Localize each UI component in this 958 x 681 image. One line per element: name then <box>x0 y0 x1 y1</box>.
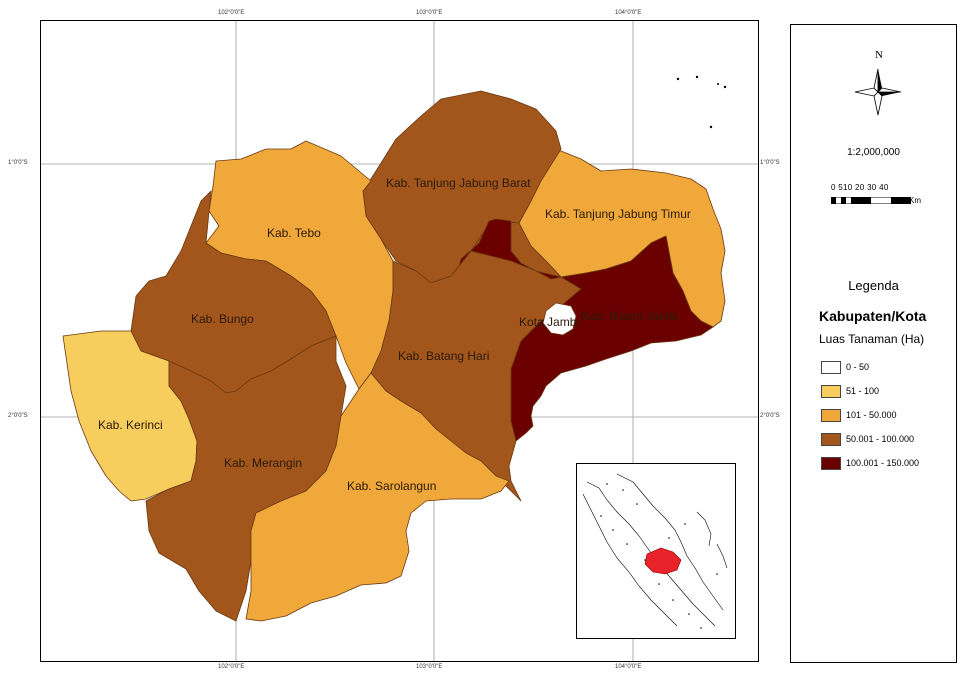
legend-swatch <box>821 408 841 422</box>
inset-dot <box>600 515 602 517</box>
label-batang-hari: Kab. Batang Hari <box>398 349 489 363</box>
inset-locator-map <box>576 463 736 639</box>
legend-label: 50.001 - 100.000 <box>846 434 915 444</box>
legend-swatch <box>821 384 841 398</box>
inset-dot <box>672 599 674 601</box>
legend-label: 100.001 - 150.000 <box>846 458 920 468</box>
inset-coastline-east <box>616 473 724 611</box>
inset-dot <box>684 523 686 525</box>
inset-dot <box>626 543 628 545</box>
region-muaro-jambi <box>458 218 714 442</box>
tick-top-102e: 102°0'0"E <box>218 10 245 16</box>
island-dot <box>723 85 727 89</box>
inset-dot <box>716 573 718 575</box>
island-dot <box>676 77 680 81</box>
north-letter: N <box>875 49 883 61</box>
inset-svg <box>582 473 728 629</box>
legend-label: 0 - 50 <box>846 362 870 372</box>
inset-dot <box>606 483 608 485</box>
legend-title: Legenda <box>848 278 899 293</box>
tick-right-1s: 1°0'0"S <box>760 160 780 166</box>
label-bungo: Kab. Bungo <box>191 312 254 326</box>
tick-top-104e: 104°0'0"E <box>615 10 642 16</box>
legend-panel: Legenda Kabupaten/Kota Luas Tanaman (Ha)… <box>790 256 957 663</box>
region-kota-jambi <box>542 302 577 336</box>
tick-right-2s: 2°0'0"S <box>760 413 780 419</box>
inset-dot <box>658 583 660 585</box>
legend-item-50001-100000: 50.001 - 100.000 <box>821 432 914 446</box>
north-arrow-icon <box>854 68 902 116</box>
label-merangin: Kab. Merangin <box>224 456 302 470</box>
tick-bottom-104e: 104°0'0"E <box>615 664 642 670</box>
region-sarolangun <box>245 372 510 622</box>
legend-subtitle: Kabupaten/Kota <box>819 308 927 324</box>
inset-dot <box>688 613 690 615</box>
legend-swatch <box>821 456 841 470</box>
label-muaro-jambi: Kab. Muaro Jambi <box>581 309 678 323</box>
legend-item-100001-150000: 100.001 - 150.000 <box>821 456 919 470</box>
inset-coastline-sumatra <box>586 481 716 627</box>
tick-left-1s: 1°0'0"S <box>8 160 28 166</box>
inset-dot <box>622 489 624 491</box>
north-scale-panel: N 1:2,000,000 0 510 20 30 40 Km <box>790 24 957 258</box>
tick-bottom-102e: 102°0'0"E <box>218 664 245 670</box>
legend-field-name: Luas Tanaman (Ha) <box>819 332 925 346</box>
inset-dot <box>644 559 646 561</box>
inset-dot <box>612 529 614 531</box>
legend-swatch <box>821 432 841 446</box>
legend-item-101-50000: 101 - 50.000 <box>821 408 897 422</box>
legend-item-51-100: 51 - 100 <box>821 384 879 398</box>
label-kota-jambi: Kota Jambi <box>519 315 579 329</box>
island-dot <box>695 75 699 79</box>
tick-top-103e: 103°0'0"E <box>416 10 443 16</box>
tick-bottom-103e: 103°0'0"E <box>416 664 443 670</box>
tick-left-2s: 2°0'0"S <box>8 413 28 419</box>
island-dot <box>717 83 719 85</box>
scale-ratio: 1:2,000,000 <box>847 147 900 158</box>
legend-item-0-50: 0 - 50 <box>821 360 869 374</box>
map-canvas: Kab. Tanjung Jabung Barat Kab. Tanjung J… <box>41 21 758 661</box>
scale-bar-icon <box>831 197 911 204</box>
inset-dot <box>636 503 638 505</box>
legend-swatch <box>821 360 841 374</box>
inset-island <box>696 511 712 547</box>
label-tanjung-jabung-barat: Kab. Tanjung Jabung Barat <box>386 176 531 190</box>
label-tebo: Kab. Tebo <box>267 226 321 240</box>
label-sarolangun: Kab. Sarolangun <box>347 479 436 493</box>
label-tanjung-jabung-timur: Kab. Tanjung Jabung Timur <box>545 207 691 221</box>
inset-dot <box>700 627 702 629</box>
legend-label: 51 - 100 <box>846 386 880 396</box>
inset-island <box>716 543 728 569</box>
legend-label: 101 - 50.000 <box>846 410 897 420</box>
scale-unit: Km <box>909 196 921 205</box>
scale-numbers: 0 510 20 30 40 <box>831 183 889 192</box>
inset-jambi-highlight <box>644 547 682 575</box>
map-frame: Kab. Tanjung Jabung Barat Kab. Tanjung J… <box>40 20 759 662</box>
island-dot <box>709 125 713 129</box>
label-kerinci: Kab. Kerinci <box>98 418 163 432</box>
inset-dot <box>668 537 670 539</box>
inset-coastline-west <box>582 493 678 627</box>
